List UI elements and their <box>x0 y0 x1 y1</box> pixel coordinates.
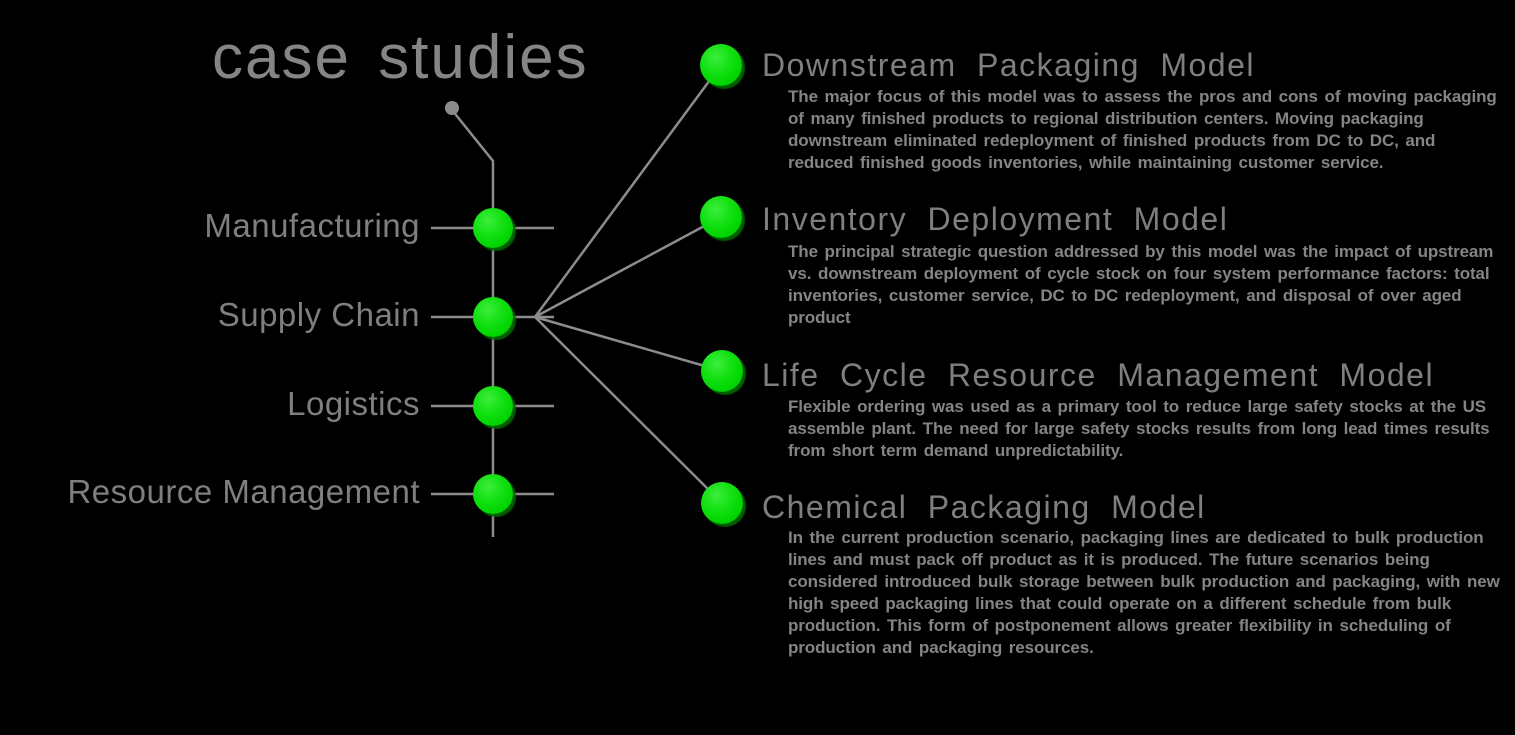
fan-line-chemical <box>534 316 723 504</box>
node-manufacturing[interactable] <box>473 208 513 248</box>
title-anchor-dot <box>445 101 459 115</box>
node-lifecycle-resource[interactable] <box>701 350 743 392</box>
label-logistics: Logistics <box>287 385 420 422</box>
case-study-description-inventory: The principal strategic question address… <box>788 242 1494 327</box>
node-chemical-packaging[interactable] <box>701 482 743 524</box>
case-study-title-inventory: Inventory Deployment Model <box>762 201 1229 237</box>
node-supply-chain[interactable] <box>473 297 513 337</box>
node-logistics[interactable] <box>473 386 513 426</box>
fan-line-lifecycle <box>534 315 723 373</box>
case-study-title-downstream: Downstream Packaging Model <box>762 47 1255 83</box>
case-study-title-chemical: Chemical Packaging Model <box>762 489 1206 525</box>
case-study-title-lifecycle: Life Cycle Resource Management Model <box>762 357 1435 393</box>
case-study-description-lifecycle: Flexible ordering was used as a primary … <box>788 397 1490 460</box>
fan-line-downstream <box>533 64 723 318</box>
label-manufacturing: Manufacturing <box>204 207 420 244</box>
fan-line-inventory <box>534 215 722 319</box>
node-downstream-packaging[interactable] <box>700 44 742 86</box>
page-title: case studies <box>212 23 589 92</box>
label-supply-chain: Supply Chain <box>217 296 420 333</box>
case-study-description-chemical: In the current production scenario, pack… <box>788 528 1500 657</box>
case-study-description-downstream: The major focus of this model was to ass… <box>788 87 1497 172</box>
node-inventory-deployment[interactable] <box>700 196 742 238</box>
node-resource-management[interactable] <box>473 474 513 514</box>
label-resource-management: Resource Management <box>67 473 420 510</box>
